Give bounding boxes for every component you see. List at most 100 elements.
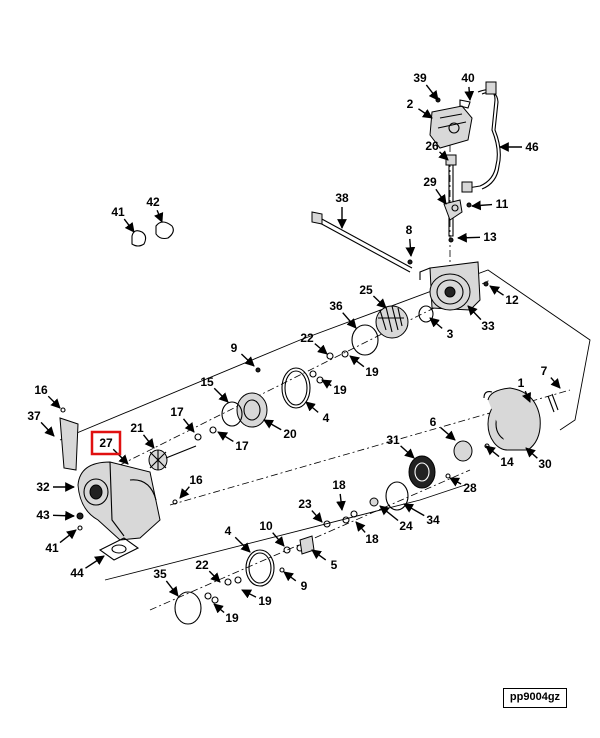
callout-41: 41 [45,541,59,555]
callout-4: 4 [323,411,330,425]
leader-line-22 [208,570,221,583]
actuator-shaft [311,211,413,273]
callout-19: 19 [333,383,347,397]
leader-line-24 [379,505,399,522]
callout-31: 31 [386,433,400,447]
leader-line-2 [418,108,433,119]
callout-39: 39 [413,71,427,85]
callout-18: 18 [365,532,379,546]
callout-28: 28 [463,481,477,495]
leader-line-4 [305,401,319,413]
leader-line-6 [440,427,456,441]
clamps-top-left [131,221,174,247]
callout-24: 24 [399,519,413,533]
callout-37: 37 [27,409,41,423]
callout-23: 23 [298,497,312,511]
leader-line-19 [321,379,333,389]
callout-29: 29 [423,175,437,189]
callout-17: 17 [170,405,184,419]
leader-line-20 [263,419,282,431]
turbine-wheel-shaft [148,445,197,471]
bearing-housing [419,261,481,311]
leader-line-1 [521,390,531,403]
callout-19: 19 [225,611,239,625]
leader-line-10 [272,532,285,547]
leader-line-4 [234,536,251,553]
leader-line-34 [403,503,425,517]
callout-27: 27 [99,436,113,450]
callout-22: 22 [300,331,314,345]
leader-line-41 [123,218,135,233]
reference-code: pp9004gz [503,688,567,708]
callout-32: 32 [36,480,50,494]
callout-34: 34 [426,513,440,527]
retaining-ring-lower [174,549,275,625]
leader-line-8 [405,238,416,257]
leader-line-5 [311,549,327,561]
callout-41: 41 [111,205,125,219]
callout-42: 42 [146,195,160,209]
callout-8: 8 [406,223,413,237]
leader-line-19 [349,355,365,368]
gasket [98,537,140,561]
leader-line-15 [213,387,229,403]
leader-line-29 [435,188,447,205]
compressor-housing [483,387,559,451]
callout-1: 1 [518,376,525,390]
callout-46: 46 [525,140,539,154]
callout-40: 40 [461,71,475,85]
callout-43: 43 [36,508,50,522]
assembly-plane-outline [59,269,591,581]
leader-line-17 [182,418,195,433]
diffuser-parts [385,440,490,511]
callout-10: 10 [259,519,273,533]
callout-20: 20 [283,427,297,441]
leader-line-39 [425,84,439,101]
leader-line-37 [40,421,55,437]
callout-17: 17 [235,439,249,453]
callout-leaders [40,84,561,614]
leader-line-22 [314,343,328,355]
callout-7: 7 [541,364,548,378]
leader-line-16 [47,395,61,409]
leader-line-33 [467,305,482,321]
leader-line-3 [429,317,443,329]
o-ring-3 [418,305,434,323]
leader-line-40 [464,86,475,101]
callout-highlight-box [90,430,122,456]
callout-36: 36 [329,299,343,313]
callout-21: 21 [130,421,144,435]
callout-11: 11 [496,197,509,211]
leader-line-9 [240,353,255,367]
leader-line-43 [52,510,75,521]
leader-line-41 [59,529,77,544]
leader-line-23 [311,510,323,523]
leader-line-19 [213,603,225,614]
small-hardware-upper [255,281,489,384]
callout-16: 16 [189,473,203,487]
leader-line-16 [179,486,190,499]
leader-line-28 [449,477,462,487]
leader-line-19 [241,589,257,599]
leader-line-13 [457,232,481,243]
leader-line-26 [438,150,449,161]
callout-30: 30 [538,457,552,471]
callout-19: 19 [365,365,379,379]
callout-26: 26 [425,139,439,153]
callout-4: 4 [225,524,232,538]
leader-line-11 [471,200,493,211]
callout-12: 12 [505,293,519,307]
callout-35: 35 [153,567,167,581]
leader-line-14 [485,445,500,458]
turbine-housing [59,407,178,541]
callout-22: 22 [195,558,209,572]
callout-13: 13 [483,230,497,244]
retaining-ring-upper [194,367,311,441]
leader-line-18 [355,521,366,533]
callout-2: 2 [407,97,414,111]
leader-line-25 [372,295,387,309]
leader-line-7 [550,377,561,389]
